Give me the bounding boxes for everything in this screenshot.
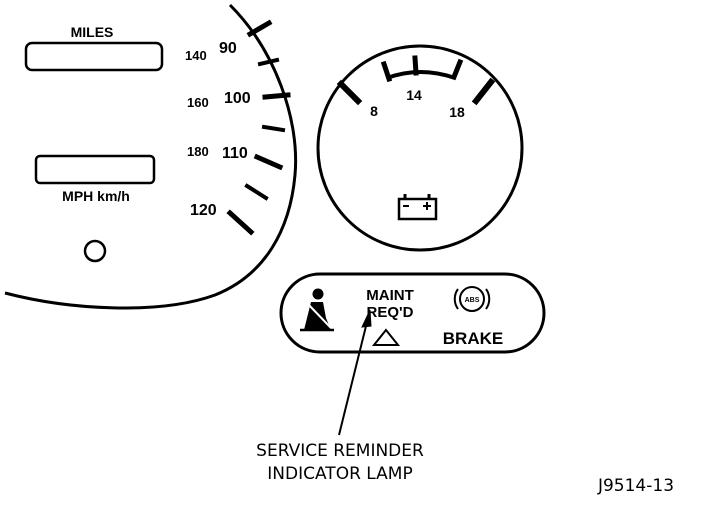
kmh-tick-label: 180 bbox=[187, 144, 209, 159]
callout-line1: SERVICE REMINDER bbox=[256, 441, 424, 461]
battery-icon bbox=[397, 194, 438, 221]
major-tick-90 bbox=[246, 19, 273, 38]
mph-tick-label: 100 bbox=[224, 90, 251, 107]
kmh-tick-label: 160 bbox=[187, 95, 209, 110]
mph-tick-label: 120 bbox=[190, 202, 217, 219]
volt-tick-label: 14 bbox=[406, 87, 422, 103]
triangle-icon bbox=[371, 328, 401, 346]
trip-reset-knob bbox=[83, 239, 107, 263]
odometer-label: MILES bbox=[71, 24, 114, 40]
minor-tick bbox=[244, 183, 269, 201]
kmh-tick-label: 140 bbox=[185, 48, 207, 63]
warning-indicator-panel bbox=[279, 272, 546, 354]
callout-arrowhead bbox=[361, 309, 372, 328]
mph-tick-label: 110 bbox=[222, 145, 248, 162]
abs-brake-icon bbox=[453, 286, 491, 312]
mph-tick-label: 90 bbox=[219, 40, 237, 57]
volt-tick bbox=[380, 60, 393, 83]
major-tick-120 bbox=[226, 209, 255, 236]
brake-label: BRAKE bbox=[443, 329, 503, 348]
voltmeter-ticks bbox=[336, 55, 496, 106]
speedometer-ticks bbox=[226, 19, 291, 236]
speedometer-dial-arc bbox=[4, 3, 298, 310]
figure-id: J9514-13 bbox=[597, 476, 674, 496]
volt-tick-label: 18 bbox=[449, 104, 465, 120]
trip-window bbox=[34, 154, 156, 185]
volt-tick bbox=[450, 58, 464, 81]
minor-tick bbox=[257, 57, 280, 67]
maint-reqd-line1: MAINT bbox=[366, 287, 414, 304]
major-tick-110 bbox=[253, 153, 284, 171]
maint-reqd-line2: REQ'D bbox=[367, 304, 414, 321]
seatbelt-person-icon bbox=[300, 288, 334, 332]
major-tick-100 bbox=[262, 92, 291, 100]
volt-tick bbox=[412, 55, 419, 76]
speed-units-label: MPH km/h bbox=[62, 188, 130, 204]
callout-line2: INDICATOR LAMP bbox=[267, 464, 412, 484]
voltmeter-dial bbox=[316, 44, 524, 252]
volt-tick-18 bbox=[471, 77, 496, 106]
abs-icon-text: ABS bbox=[465, 297, 480, 304]
volt-tick-label: 8 bbox=[370, 103, 378, 119]
minor-tick bbox=[261, 124, 286, 133]
callout-leader-line bbox=[338, 321, 368, 436]
voltmeter-scale-arc bbox=[386, 70, 456, 80]
volt-tick-8 bbox=[336, 79, 363, 106]
odometer-window bbox=[24, 41, 164, 72]
